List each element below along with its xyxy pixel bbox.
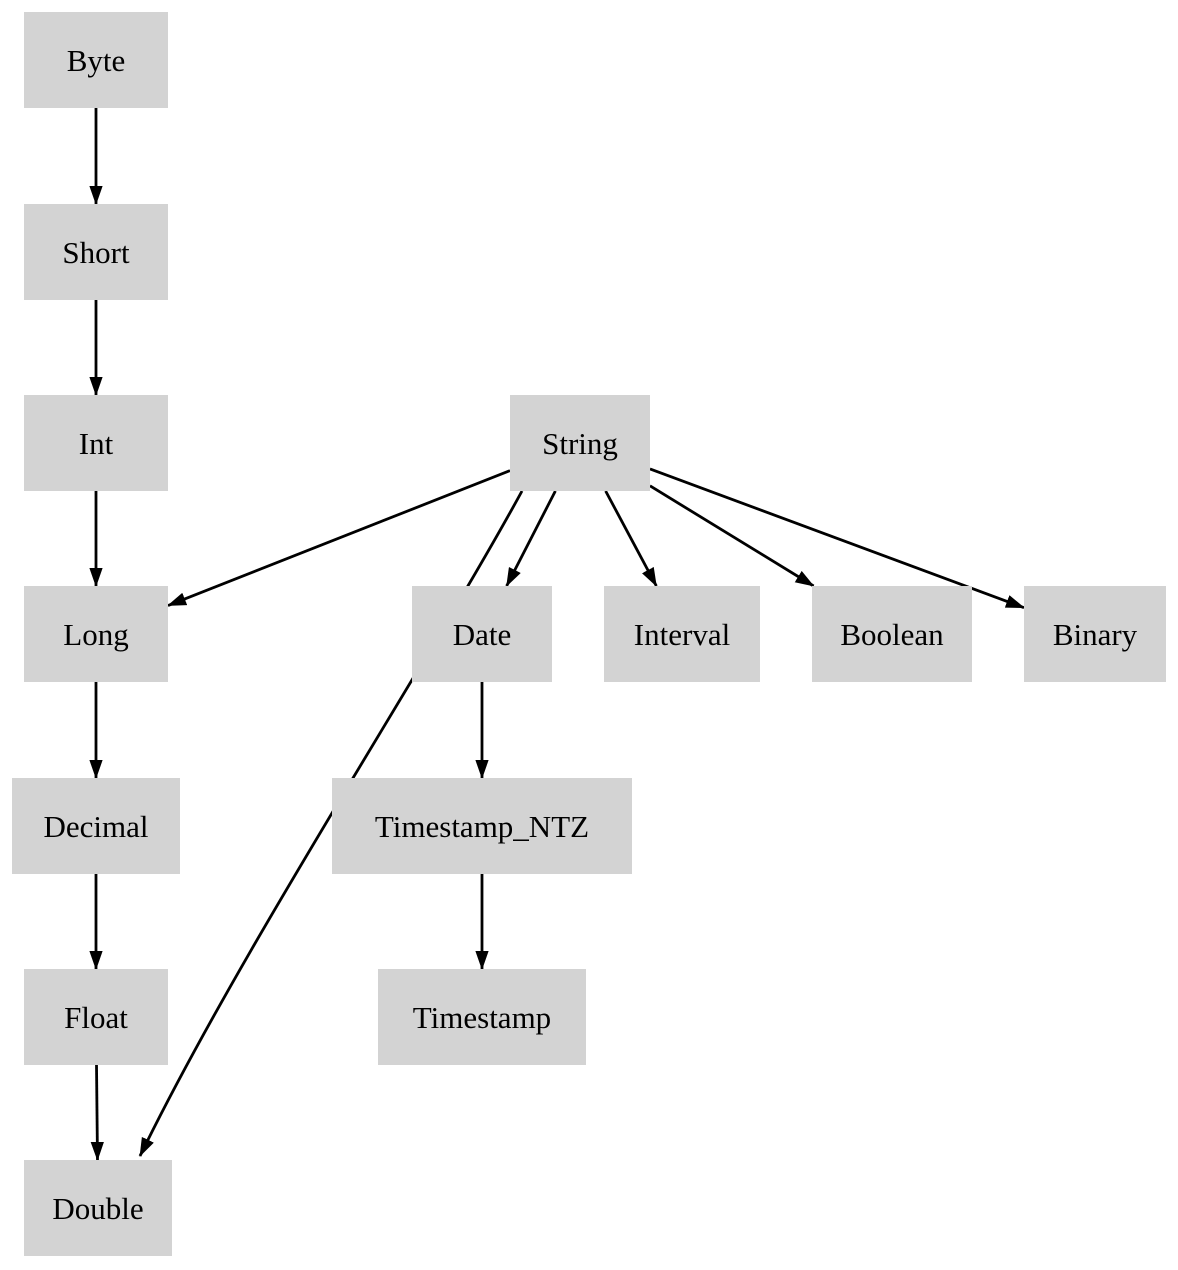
node-long: Long <box>24 586 168 682</box>
edge-string-binary <box>649 467 1025 609</box>
edge-string-long <box>167 469 511 607</box>
node-date: Date <box>412 586 552 682</box>
edge-float-double <box>90 1064 104 1161</box>
node-binary: Binary <box>1024 586 1166 682</box>
edge-string-date <box>505 490 557 587</box>
node-byte: Byte <box>24 12 168 108</box>
edge-string-boolean <box>649 484 815 588</box>
node-short: Short <box>24 204 168 300</box>
node-double: Double <box>24 1160 172 1256</box>
edge-string-interval <box>604 490 658 587</box>
node-float: Float <box>24 969 168 1065</box>
node-decimal: Decimal <box>12 778 180 874</box>
node-int: Int <box>24 395 168 491</box>
node-boolean: Boolean <box>812 586 972 682</box>
node-timestamp_ntz: Timestamp_NTZ <box>332 778 632 874</box>
node-string: String <box>510 395 650 491</box>
node-timestamp: Timestamp <box>378 969 586 1065</box>
node-interval: Interval <box>604 586 760 682</box>
